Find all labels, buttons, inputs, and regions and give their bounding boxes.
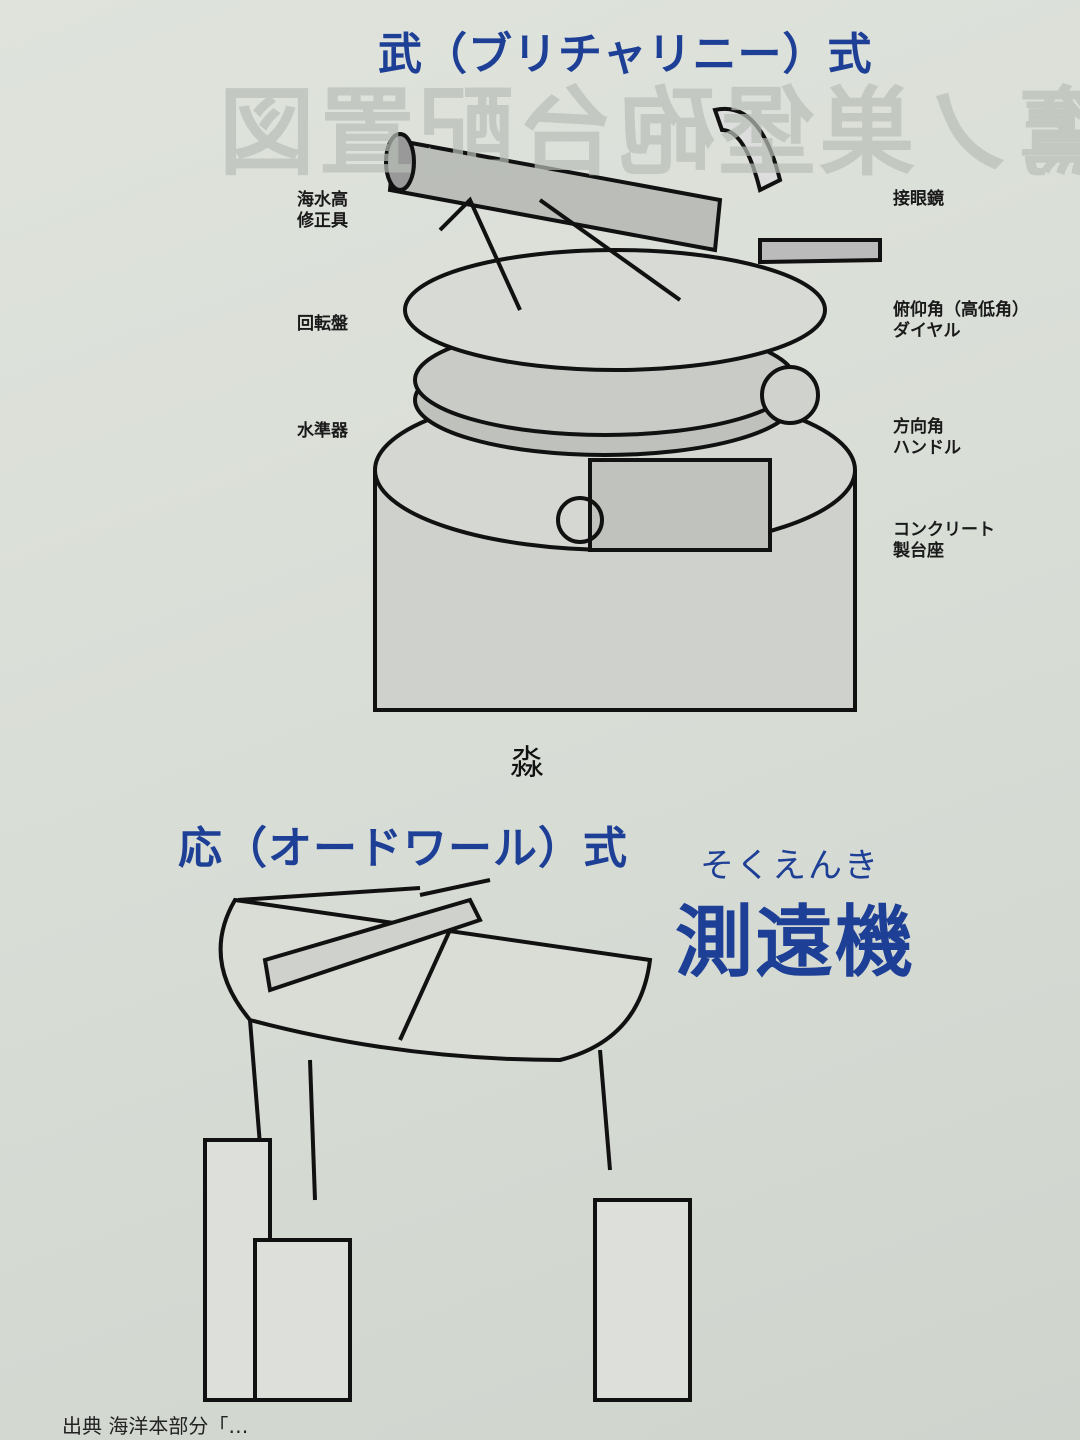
label-level: 水準器 [297,421,348,441]
heading-ruby: そくえんき [700,846,880,886]
label-concrete-base: コンクリート 製台座 [893,520,995,561]
label-eyepiece: 接眼鏡 [893,189,944,209]
label-azimuth-handle: 方向角 ハンドル [893,417,961,458]
british-type-title: 武（ブリチャリニー）式 [378,29,873,80]
source-note: 出典 海洋本部分「… [62,1414,249,1438]
rangefinder-british-drawing [373,106,882,712]
rangefinder-audouard-drawing [203,878,692,1402]
label-sea-level-corrector: 海水高 修正具 [297,190,348,231]
separator-mark: 淼 [510,743,544,783]
audouard-type-title: 応（オードワール）式 [178,823,628,874]
rangefinder-heading: 測遠機 [675,898,916,988]
label-rotating-plate: 回転盤 [297,314,348,334]
label-elevation-dial: 俯仰角（高低角） ダイヤル [893,300,1029,341]
